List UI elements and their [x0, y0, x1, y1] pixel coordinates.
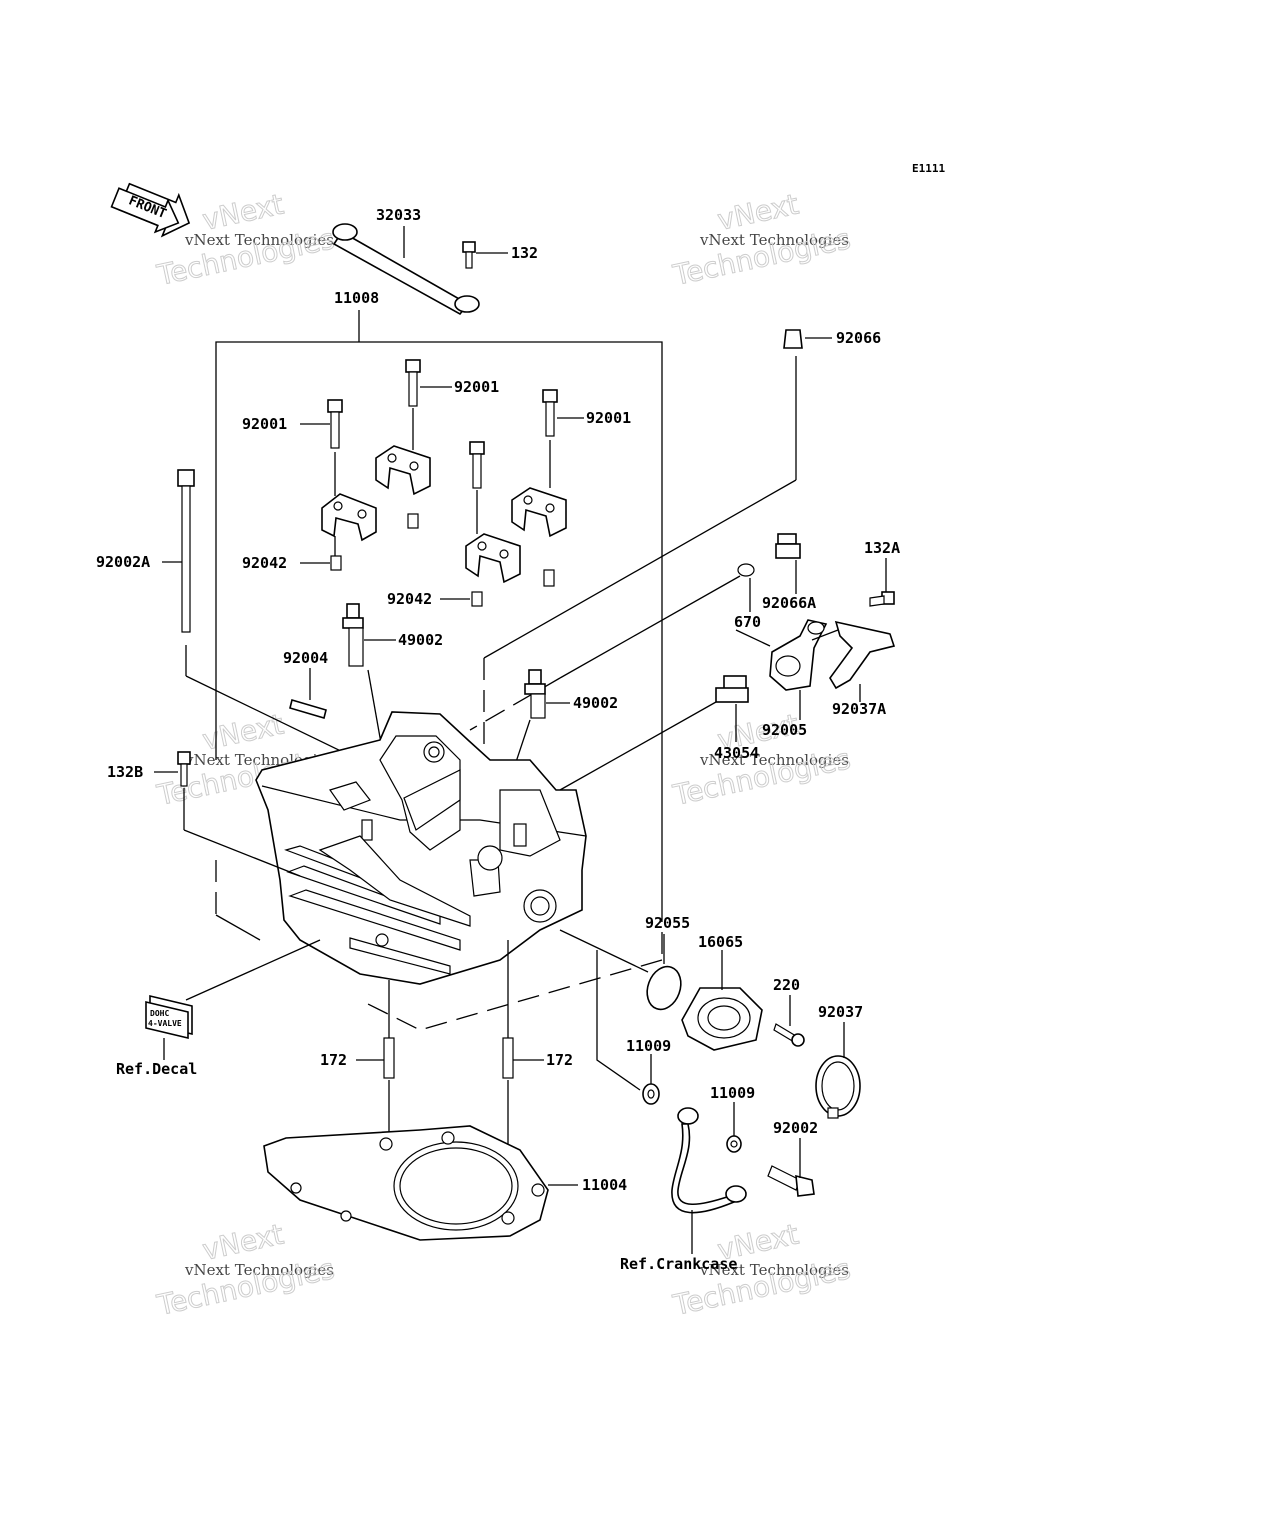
label-670: 670: [734, 613, 761, 631]
svg-text:vNext Technologies: vNext Technologies: [699, 751, 849, 769]
diagram-code: E1111: [912, 162, 945, 175]
label-132: 132: [511, 244, 538, 262]
svg-text:vNext Technologies: vNext Technologies: [184, 1261, 334, 1279]
front-arrow-icon: FRONT: [110, 182, 191, 238]
svg-text:vNext: vNext: [200, 188, 287, 237]
bolt-92001-center-icon: [405, 359, 452, 450]
label-92001-left: 92001: [242, 415, 287, 433]
label-92037: 92037: [818, 1003, 863, 1021]
plug-92066A-icon: [775, 533, 801, 594]
bolt-92001-right-icon: [542, 389, 584, 488]
label-92055: 92055: [645, 914, 690, 932]
label-11009-right: 11009: [710, 1084, 755, 1102]
svg-text:vNext: vNext: [200, 708, 287, 757]
svg-text:vNext Technologies: vNext Technologies: [699, 1261, 849, 1279]
label-92002A: 92002A: [96, 553, 150, 571]
label-220: 220: [773, 976, 800, 994]
clamp-92037-icon: [815, 1022, 861, 1119]
washer-11009-right-icon: [726, 1102, 742, 1153]
stud-92004-icon: [289, 668, 327, 720]
camshaft-cap-right: [511, 487, 567, 587]
svg-text:vNext Technologies: vNext Technologies: [184, 231, 334, 249]
bolt-92001-left-icon: [300, 399, 343, 496]
camshaft-cap-mid: [440, 533, 521, 607]
cap-92066-icon: [483, 329, 832, 840]
bolt-92002-icon: [767, 1138, 815, 1197]
bolt-132-icon: [462, 241, 508, 269]
label-172-left: 172: [320, 1051, 347, 1069]
svg-text:DOHC: DOHC: [150, 1009, 169, 1018]
cylinder-head-11008: [255, 711, 587, 985]
svg-text:vNext: vNext: [200, 1218, 287, 1267]
label-32033: 32033: [376, 206, 421, 224]
label-92066: 92066: [836, 329, 881, 347]
svg-text:vNext Technologies: vNext Technologies: [699, 231, 849, 249]
label-132A: 132A: [864, 539, 900, 557]
label-172-right: 172: [546, 1051, 573, 1069]
washer-11009-left-icon: [596, 950, 660, 1105]
camshaft-cap-center: [375, 445, 431, 529]
oil-pipe-ref-crankcase: [671, 1107, 747, 1254]
svg-text:vNext: vNext: [715, 188, 802, 237]
label-92002: 92002: [773, 1119, 818, 1137]
label-49002-lower: 49002: [573, 694, 618, 712]
fitting-92005: [735, 619, 828, 720]
label-43054: 43054: [714, 744, 759, 762]
bolt-132B-icon: [154, 751, 301, 877]
head-gasket-11004: [263, 1125, 578, 1241]
bolt-92001-mid-icon: [469, 441, 485, 534]
label-11008: 11008: [334, 289, 379, 307]
label-ref-crankcase: Ref.Crankcase: [620, 1255, 737, 1273]
label-49002-upper: 49002: [398, 631, 443, 649]
label-92005: 92005: [762, 721, 807, 739]
watermark-top-right: vNext Technologies vNext Technologies: [669, 187, 854, 292]
label-92001-center: 92001: [454, 378, 499, 396]
assembly-bracket-11008: [215, 310, 663, 1031]
intake-holder-16065: [681, 950, 763, 1051]
label-92037A: 92037A: [832, 700, 886, 718]
label-16065: 16065: [698, 933, 743, 951]
bolt-132A-icon: [869, 558, 895, 607]
label-92001-right: 92001: [586, 409, 631, 427]
label-ref-decal: Ref.Decal: [116, 1060, 197, 1078]
label-92042-left: 92042: [242, 554, 287, 572]
watermark-bottom-left: vNext Technologies vNext Technologies: [153, 1217, 338, 1322]
label-132B: 132B: [107, 763, 143, 781]
label-11004: 11004: [582, 1176, 627, 1194]
label-92042-center: 92042: [387, 590, 432, 608]
camshaft-cap-left: [300, 493, 377, 571]
oring-92055-icon: [559, 929, 682, 1011]
label-92066A: 92066A: [762, 594, 816, 612]
decal-part: DOHC 4-VALVE: [145, 939, 321, 1060]
svg-text:4-VALVE: 4-VALVE: [148, 1019, 182, 1028]
link-rod-part: [332, 223, 480, 316]
part-labels: 32033 132 11008 92066 92001 92001 92001 …: [96, 206, 900, 1273]
stud-172-left-icon: [356, 980, 395, 1140]
label-92004: 92004: [283, 649, 328, 667]
bracket-92037A: [811, 620, 896, 702]
screw-220-icon: [773, 995, 805, 1047]
label-11009-left: 11009: [626, 1037, 671, 1055]
watermark-top-left: vNext Technologies vNext Technologies: [153, 187, 338, 292]
plug-43054-icon: [559, 675, 749, 791]
